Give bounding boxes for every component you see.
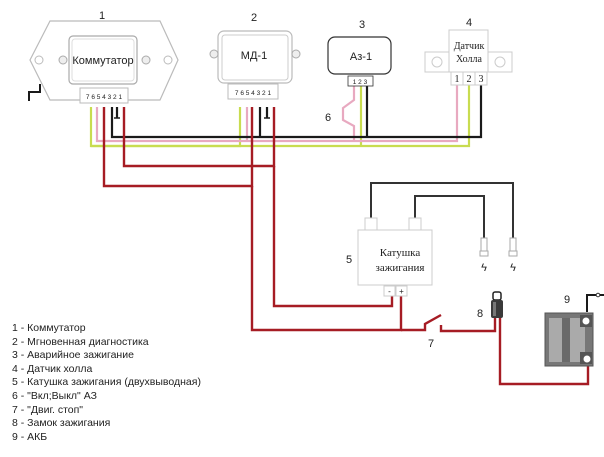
legend: 1 - Коммутатор 2 - Мгновенная диагностик… [12,322,201,444]
wire-red-coil-plus [250,186,403,332]
commutator-pins: 7 6 5 4 3 2 1 [86,94,123,101]
wire-red-4 [102,107,254,188]
commutator-number: 1 [99,10,105,22]
coil-number: 5 [346,254,352,266]
hall-sensor: 4 Датчик Холла 1 2 3 [424,17,513,86]
coil-label-1: Катушка [380,247,421,259]
red-wires [102,107,590,386]
wire-red-battery [498,318,590,386]
legend-item: 2 - Мгновенная диагностика [12,335,149,348]
spark-plug-leads: ϟ ϟ [479,237,518,274]
wire-black [110,84,483,139]
commutator-module: 1 Коммутатор 7 6 5 4 3 2 1 [29,10,179,104]
legend-item: 7 - "Двиг. стоп" [12,403,84,416]
az1-label: Аз-1 [350,51,372,63]
hall-label-2: Холла [456,54,482,65]
md1-number: 2 [251,12,257,24]
ignition-coil: Катушка зажигания - + [357,217,433,297]
harness-wires [89,84,483,148]
wire-red-stop [401,313,442,332]
wire-red-coil-minus [272,166,394,308]
legend-item: 1 - Коммутатор [12,322,86,334]
wire-pink-az [341,84,356,141]
az1-module: 3 Аз-1 1 2 3 [327,19,392,87]
coil-minus: - [388,287,391,296]
hall-label-1: Датчик [454,41,485,52]
hall-pin-2: 2 [467,74,472,85]
hall-number: 4 [466,17,472,29]
hall-pin-1: 1 [455,74,460,85]
az1-pins: 1 2 3 [353,79,368,86]
wire-red-1 [122,107,276,168]
legend-item: 4 - Датчик холла [12,362,93,375]
legend-item: 6 - "Вкл;Выкл" АЗ [12,389,97,402]
battery-number: 9 [564,294,570,306]
az-switch-number: 6 [325,112,331,124]
engine-stop-number: 7 [428,338,434,350]
battery: 9 [544,292,604,367]
wire-red-lock [439,318,497,333]
ignition-lock: 8 [477,291,503,320]
legend-item: 8 - Замок зажигания [12,417,111,430]
legend-item: 9 - АКБ [12,430,48,443]
legend-item: 3 - Аварийное зажигание [12,349,134,362]
coil-hv-wires [370,182,514,238]
legend-item: 5 - Катушка зажигания (двухвыводная) [12,376,201,389]
ignition-lock-number: 8 [477,308,483,320]
coil-label-2: зажигания [376,262,425,274]
az1-number: 3 [359,19,365,31]
coil-plus: + [399,287,404,296]
wire-pink [95,84,459,143]
hall-pin-3: 3 [479,74,484,85]
wire-green-main [91,84,471,148]
commutator-label: Коммутатор [72,55,133,67]
spark-icon: ϟ [510,262,516,274]
md1-pins: 7 6 5 4 3 2 1 [235,90,272,97]
ground-symbol [28,84,41,101]
md1-label: МД-1 [241,50,267,62]
md1-module: 2 МД-1 7 6 5 4 3 2 1 [209,12,301,100]
spark-icon: ϟ [481,262,487,274]
